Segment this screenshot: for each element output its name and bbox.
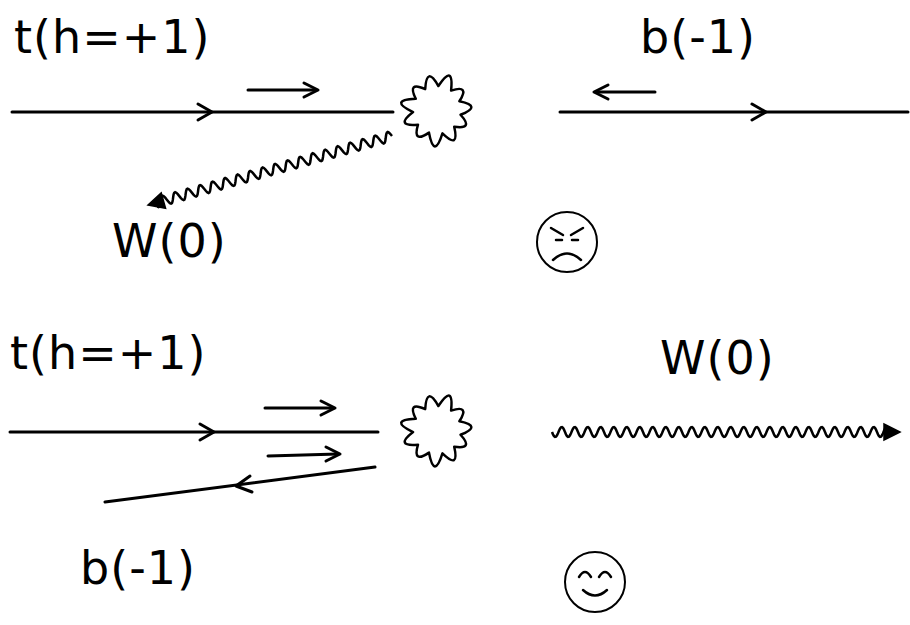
- interaction-burst: [401, 396, 471, 467]
- momentum-arrow: [200, 424, 214, 440]
- spin-arrowhead: [321, 401, 335, 415]
- top-quark-line: [12, 111, 393, 114]
- momentum-arrow: [198, 104, 212, 120]
- top-quark-line: [10, 431, 378, 434]
- particle-label: W(0): [112, 218, 227, 264]
- happy-eyes: [579, 572, 611, 577]
- momentum-arrow: [752, 104, 766, 120]
- spin-arrow: [248, 89, 316, 92]
- angry-eyes: [556, 239, 578, 242]
- w-boson-line: [552, 427, 892, 437]
- spin-arrowhead: [304, 83, 318, 97]
- spin-arrowhead: [594, 85, 608, 99]
- spin-arrow: [268, 454, 338, 456]
- happy-face: [565, 552, 625, 612]
- spin-arrow: [265, 407, 333, 410]
- w-boson-arrowhead: [884, 424, 900, 440]
- particle-label: b(-1): [80, 545, 196, 591]
- particle-label: b(-1): [640, 14, 756, 60]
- momentum-arrow: [236, 476, 252, 492]
- spin-arrow: [596, 91, 655, 94]
- w-boson-line: [157, 132, 392, 207]
- angry-brows: [551, 228, 583, 235]
- smile: [583, 590, 607, 596]
- bottom-quark-line: [560, 111, 908, 114]
- particle-label: W(0): [660, 335, 775, 381]
- particle-label: t(h=+1): [10, 330, 206, 376]
- spin-arrowhead: [326, 447, 340, 461]
- frown: [553, 254, 581, 261]
- particle-label: t(h=+1): [14, 14, 210, 60]
- interaction-burst: [401, 76, 471, 147]
- w-boson-arrowhead: [148, 193, 166, 208]
- angry-face: [537, 212, 597, 272]
- bottom-quark-line: [105, 467, 375, 502]
